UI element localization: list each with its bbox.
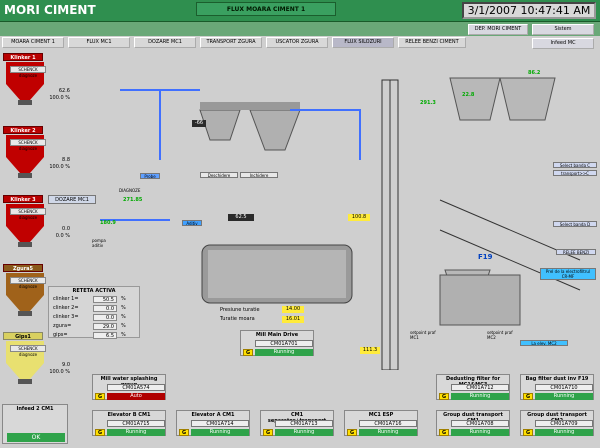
- value-62-5: 62.5: [228, 214, 254, 221]
- nav-dozare-mc1[interactable]: DOZARE MC1: [134, 37, 196, 48]
- reteta-activa-panel: RETETA ACTIVA clinker 1=50.5% clinker 2=…: [48, 286, 140, 339]
- reteta-row: clinker 3=0.0%: [53, 314, 126, 321]
- mc1-esp-panel[interactable]: MC1 ESP CM01A716 G Running: [344, 410, 418, 436]
- value-22-8: 22.8: [462, 92, 475, 98]
- bag-filter-panel[interactable]: Bag filter dust inv F19 CM01A710 G Runni…: [520, 374, 594, 400]
- nav-transport-zgura[interactable]: TRANSPORT ZGURA: [200, 37, 262, 48]
- elevator-a-panel[interactable]: Elevator A CM1 CM01A714 G Running: [176, 410, 250, 436]
- select-banda-d[interactable]: Select banda D: [553, 221, 597, 227]
- silo-name: Zgura5: [3, 264, 43, 272]
- dedusting-filter-panel[interactable]: Dedusting filter for MC1&MC3 CM01A712 G …: [436, 374, 510, 400]
- diagnoze-label: DIAGNOZE: [119, 188, 141, 193]
- silo-name: Klinker 1: [3, 53, 43, 61]
- presiune-value: 14.00: [282, 306, 304, 313]
- silo-value: 9.0: [62, 362, 70, 368]
- nav-moara-ciment-1[interactable]: MOARA CIMENT 1: [2, 37, 64, 48]
- process-diagram: [100, 77, 581, 370]
- silo-level: 100.0 %: [49, 95, 70, 101]
- schenck-diagnoze-button[interactable]: SCHENCK diagnoze: [10, 277, 46, 289]
- silo-value: 8.8: [62, 157, 70, 163]
- sistem-button[interactable]: Sistem: [532, 24, 594, 35]
- value-180-9: 180.9: [100, 220, 116, 226]
- silo-level: 0.0 %: [55, 233, 70, 239]
- deschidere-button[interactable]: Deschidere: [200, 172, 238, 178]
- schenck-diagnoze-button[interactable]: SCHENCK diagnoze: [10, 139, 46, 151]
- reteta-row: gips=6.5%: [53, 332, 126, 339]
- screen-title: FLUX MOARA CIMENT 1: [196, 2, 336, 16]
- silo-level: 100.0 %: [49, 164, 70, 170]
- reteta-title: RETETA ACTIVA: [72, 288, 116, 294]
- value-271-85: 271.85: [123, 197, 143, 203]
- inchidere-button[interactable]: Inchidere: [240, 172, 278, 178]
- transport-c[interactable]: transport>>C: [553, 170, 597, 176]
- dozare-mc1-button[interactable]: DOZARE MC1: [48, 195, 96, 204]
- group-dust-cm1-panel[interactable]: Group dust transport CM1 CM01A708 G Runn…: [436, 410, 510, 436]
- la-elev-mc2: La elev. MC2: [520, 340, 568, 346]
- nav-bar: MOARA CIMENT 1 FLUX MC1 DOZARE MC1 TRANS…: [0, 37, 600, 49]
- infeed-panel: Infeed 2 CM1 OK: [2, 404, 68, 444]
- value-291-3: 291.3: [420, 100, 436, 106]
- reteta-row: zgura=29.0%: [53, 323, 126, 330]
- nav-flux-silozuri[interactable]: FLUX SILOZURI: [332, 37, 394, 48]
- nav-relee-benzi[interactable]: RELEE BENZI CIMENT: [398, 37, 466, 48]
- infeed-title: Infeed 2 CM1: [16, 406, 54, 412]
- title-bar: MORI CIMENT FLUX MOARA CIMENT 1 3/1/2007…: [0, 0, 600, 22]
- prel-electrofiltru: Prel de la electrofiltrul CR-MF: [540, 268, 596, 280]
- schenck-diagnoze-button[interactable]: SCHENCK diagnoze: [10, 66, 46, 78]
- select-banda-c[interactable]: Select banda C: [553, 162, 597, 168]
- turatie-value: 16.01: [282, 316, 304, 323]
- app-title: MORI CIMENT: [4, 3, 96, 17]
- probe-button[interactable]: Probe: [140, 173, 160, 179]
- water-splashing-panel[interactable]: Mill water splashing group CM01A574 G Au…: [92, 374, 166, 400]
- turatie-label: Turatie moara: [220, 316, 255, 322]
- setpoint-mc2: setpoint praf MC2: [487, 330, 513, 340]
- pompa-aditiv-label: pompa aditiv: [92, 238, 106, 248]
- datetime-display: 3/1/2007 10:47:41 AM: [462, 2, 596, 19]
- silo-name: Gips1: [3, 332, 43, 340]
- f19-label: F19: [478, 253, 493, 261]
- temp-readout: -66: [192, 120, 206, 127]
- separator-transport-panel[interactable]: CM1 separator+transport CM01A713 G Runni…: [260, 410, 334, 436]
- schenck-diagnoze-button[interactable]: SCHENCK diagnoze: [10, 208, 46, 220]
- schenck-diagnoze-button[interactable]: SCHENCK diagnoze: [10, 345, 46, 357]
- silo-level: 100.0 %: [49, 369, 70, 375]
- reteta-row: clinker 1=50.5%: [53, 296, 126, 303]
- relee-benzi-button[interactable]: RELEE BENZI: [556, 249, 596, 255]
- title-strip: [0, 22, 600, 36]
- nav-flux-mc1[interactable]: FLUX MC1: [68, 37, 130, 48]
- silo-value: 0.0: [62, 226, 70, 232]
- reteta-row: clinker 2=0.0%: [53, 305, 126, 312]
- aditiv-button[interactable]: Aditiv: [182, 220, 202, 226]
- value-111-3: 111.3: [360, 347, 380, 354]
- presiune-label: Presiune turatie: [220, 307, 260, 313]
- infeed-status: OK: [7, 433, 65, 442]
- setpoint-mc1: setpoint praf MC1: [410, 330, 436, 340]
- elevator-b-panel[interactable]: Elevator B CM1 CM01A715 G Running: [92, 410, 166, 436]
- nav-uscator-zgura[interactable]: USCATOR ZGURA: [266, 37, 328, 48]
- infeed-mc-button[interactable]: Infeed MC: [532, 38, 594, 49]
- value-86-2: 86.2: [528, 70, 541, 76]
- silo-value: 62.6: [58, 88, 70, 94]
- dep-mori-button[interactable]: DEP. MORI CIMENT: [468, 24, 528, 35]
- silo-name: Klinker 2: [3, 126, 43, 134]
- mill-main-drive-panel[interactable]: Mill Main Drive CM01A701 G Running: [240, 330, 314, 356]
- group-dust-cm2-panel[interactable]: Group dust transport CM2 CM01A709 G Runn…: [520, 410, 594, 436]
- silo-name: Klinker 3: [3, 195, 43, 203]
- value-100-8: 100.8: [348, 214, 370, 221]
